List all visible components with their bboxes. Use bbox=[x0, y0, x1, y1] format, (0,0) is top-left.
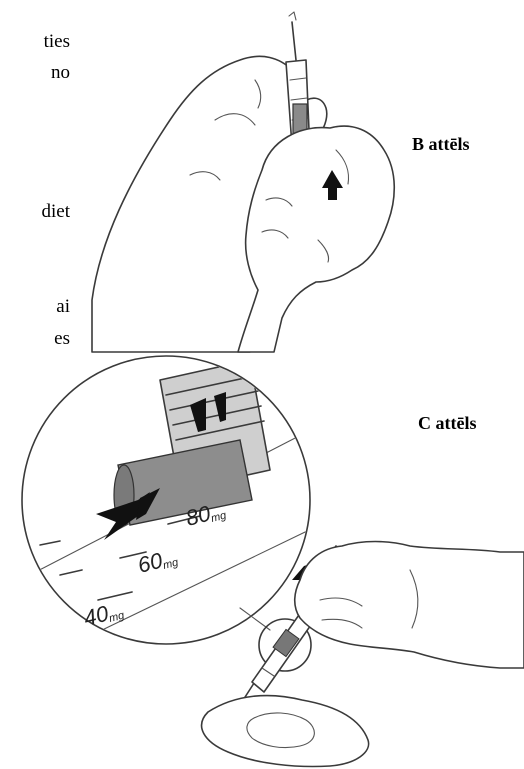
scale-40-unit: mg bbox=[108, 609, 127, 625]
scale-40-label: 40 bbox=[81, 600, 112, 630]
swab-drawing bbox=[202, 696, 369, 767]
scale-80-unit: mg bbox=[210, 509, 229, 525]
figure-b-illustration bbox=[92, 12, 394, 352]
scale-60-unit: mg bbox=[162, 556, 181, 572]
figure-c-illustration: 80 mg 60 mg 40 mg bbox=[20, 356, 524, 766]
injecting-hand-drawing bbox=[295, 542, 524, 669]
scale-60-label: 60 bbox=[135, 547, 166, 577]
